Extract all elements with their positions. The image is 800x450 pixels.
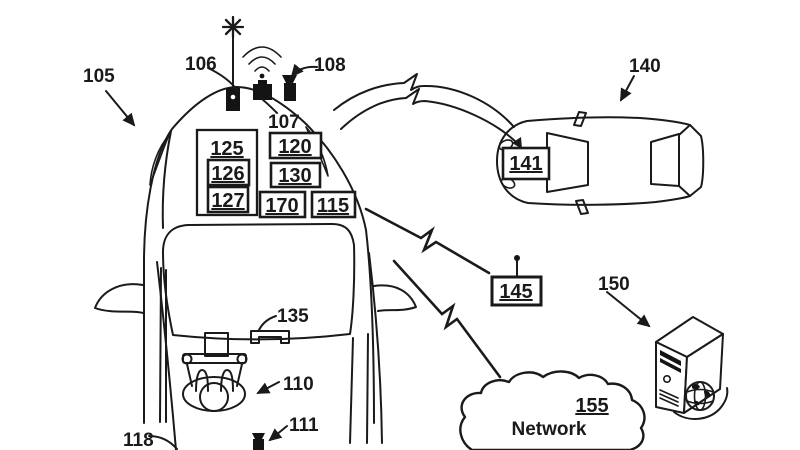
ref-108: 108 — [314, 55, 346, 76]
remote-device-antenna-dot — [514, 255, 520, 261]
ref-118: 118 — [123, 430, 154, 450]
leader-107 — [262, 99, 278, 114]
transceiver-nub — [258, 80, 267, 85]
host-vehicle-outline — [143, 86, 375, 424]
host-vehicle-right-body-line — [368, 252, 383, 444]
side-mirror-right — [373, 284, 417, 312]
arrow-108 — [290, 63, 318, 78]
remote-device-box-145 — [490, 275, 543, 307]
lightning-bolt-to-device — [364, 207, 491, 275]
arrow-140 — [620, 75, 635, 102]
driver-arm-left — [195, 369, 209, 392]
ref-150: 150 — [598, 274, 630, 295]
door-line-right-2 — [349, 337, 354, 444]
driver-head — [199, 382, 229, 412]
v2v-arc-upper — [333, 73, 515, 128]
module-box-170 — [258, 190, 307, 219]
module-box-141 — [501, 146, 551, 181]
server-drive-slot-1 — [660, 350, 681, 366]
remote-vehicle-rear-window — [650, 133, 680, 187]
roof-camera-108-lens — [282, 75, 297, 83]
ref-135: 135 — [277, 306, 309, 327]
host-vehicle-left-a-pillar — [161, 130, 172, 229]
remote-vehicle-body — [496, 116, 705, 206]
antenna-star-icon — [221, 15, 245, 39]
arrow-111 — [268, 425, 288, 442]
network-label: Network — [512, 419, 587, 440]
remote-vehicle: 141 — [496, 111, 705, 215]
ref-115: 115 — [317, 195, 349, 217]
door-line-right-1 — [366, 333, 369, 444]
arrow-110 — [256, 381, 280, 394]
ref-141: 141 — [509, 153, 542, 175]
driver-arm-right — [220, 369, 234, 392]
wireless-links — [333, 73, 522, 379]
reference-labels: 105 106 107 108 110 111 118 135 140 150 — [83, 54, 661, 450]
arrow-150 — [606, 291, 651, 328]
interior-camera — [252, 433, 265, 450]
side-mirror-left — [94, 283, 144, 314]
ref-120: 120 — [278, 136, 311, 158]
leader-106 — [207, 67, 239, 92]
driver-and-steering — [181, 332, 248, 412]
module-box-127 — [206, 185, 250, 214]
leader-135 — [258, 315, 277, 331]
v2v-arrowhead — [512, 137, 522, 149]
ref-125: 125 — [210, 138, 243, 160]
module-box-120 — [268, 131, 323, 160]
server-vent-2 — [659, 393, 679, 403]
ref-127: 127 — [211, 190, 244, 212]
remote-vehicle-trunk-line-top — [678, 124, 691, 136]
rearview-mirror-shape — [250, 330, 290, 344]
ref-126: 126 — [211, 163, 244, 185]
server-drive-slot-2 — [660, 358, 681, 373]
cloud-outline — [459, 370, 646, 450]
ref-105: 105 — [83, 66, 115, 87]
remote-vehicle-mirror-top — [573, 111, 587, 127]
network-cloud: 155 Network — [459, 370, 646, 450]
ref-140: 140 — [629, 56, 661, 77]
roof-devices — [221, 15, 297, 111]
ref-145: 145 — [499, 281, 532, 303]
ref-111: 111 — [289, 415, 319, 436]
lightning-bolt-to-network — [392, 259, 502, 379]
server-shadow-swoosh — [673, 387, 729, 420]
module-box-130 — [269, 161, 322, 189]
remote-vehicle-trunk-line-bottom — [678, 185, 691, 197]
door-line-left-3 — [156, 261, 177, 450]
ref-106: 106 — [185, 54, 217, 75]
ref-170: 170 — [265, 195, 298, 217]
module-box-126 — [206, 158, 251, 187]
windshield — [162, 223, 356, 341]
roof-camera-108-body — [284, 83, 296, 101]
server — [655, 316, 729, 420]
headlight-left — [149, 134, 170, 186]
leader-118 — [148, 435, 178, 450]
ref-155: 155 — [575, 395, 608, 417]
interior-camera-111-body — [253, 439, 264, 450]
remote-vehicle-windshield — [546, 132, 589, 193]
host-vehicle — [94, 86, 417, 450]
ref-130: 130 — [278, 165, 311, 187]
transceiver-unit-107 — [253, 84, 272, 100]
server-power-button — [662, 374, 671, 383]
module-boxes: 125 126 127 120 130 170 115 — [195, 128, 357, 219]
antenna-unit-106 — [226, 88, 240, 111]
ref-110: 110 — [283, 374, 314, 395]
steering-column — [204, 332, 229, 357]
remote-vehicle-mirror-bottom — [575, 199, 589, 215]
module-box-115 — [310, 190, 357, 219]
remote-device: 145 — [490, 255, 543, 307]
antenna-unit-dot — [230, 94, 236, 100]
globe-icon — [685, 381, 715, 411]
arrow-105 — [105, 90, 136, 127]
wifi-waves-icon — [242, 46, 282, 79]
v2v-arc-lower — [340, 88, 517, 143]
interior-camera-111-lens — [252, 433, 265, 439]
server-vent-1 — [659, 389, 679, 399]
ref-107: 107 — [268, 112, 300, 133]
server-vent-3 — [659, 397, 679, 407]
